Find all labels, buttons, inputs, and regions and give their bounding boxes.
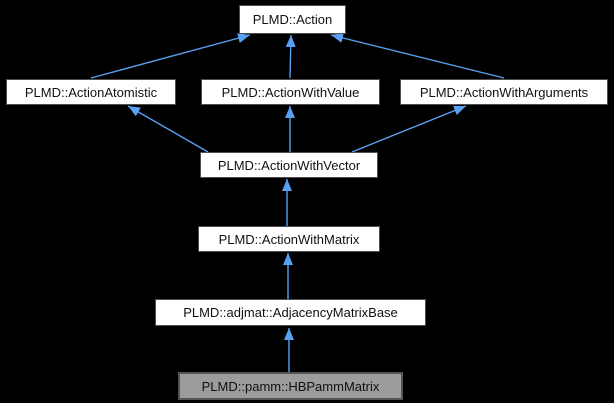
inheritance-arrow-withvalue-to-action bbox=[285, 34, 296, 79]
inheritance-arrow-atomistic-to-action bbox=[90, 33, 251, 79]
inheritance-arrow-withvector-to-witharguments bbox=[351, 105, 467, 153]
node-plmd-action-with-arguments[interactable]: PLMD::ActionWithArguments bbox=[400, 79, 608, 105]
node-plmd-action-with-vector[interactable]: PLMD::ActionWithVector bbox=[200, 152, 378, 178]
node-plmd-adjmat-adjacency-matrix-base[interactable]: PLMD::adjmat::AdjacencyMatrixBase bbox=[155, 299, 426, 326]
inheritance-arrow-withvector-to-atomistic bbox=[127, 105, 209, 153]
node-plmd-action-with-value[interactable]: PLMD::ActionWithValue bbox=[201, 79, 380, 105]
node-plmd-action-atomistic[interactable]: PLMD::ActionAtomistic bbox=[6, 79, 176, 105]
node-plmd-action[interactable]: PLMD::Action bbox=[239, 5, 346, 34]
node-plmd-action-with-matrix[interactable]: PLMD::ActionWithMatrix bbox=[198, 226, 380, 252]
inheritance-arrow-witharguments-to-action bbox=[330, 33, 505, 79]
node-plmd-pamm-hb-pamm-matrix: PLMD::pamm::HBPammMatrix bbox=[178, 372, 403, 400]
